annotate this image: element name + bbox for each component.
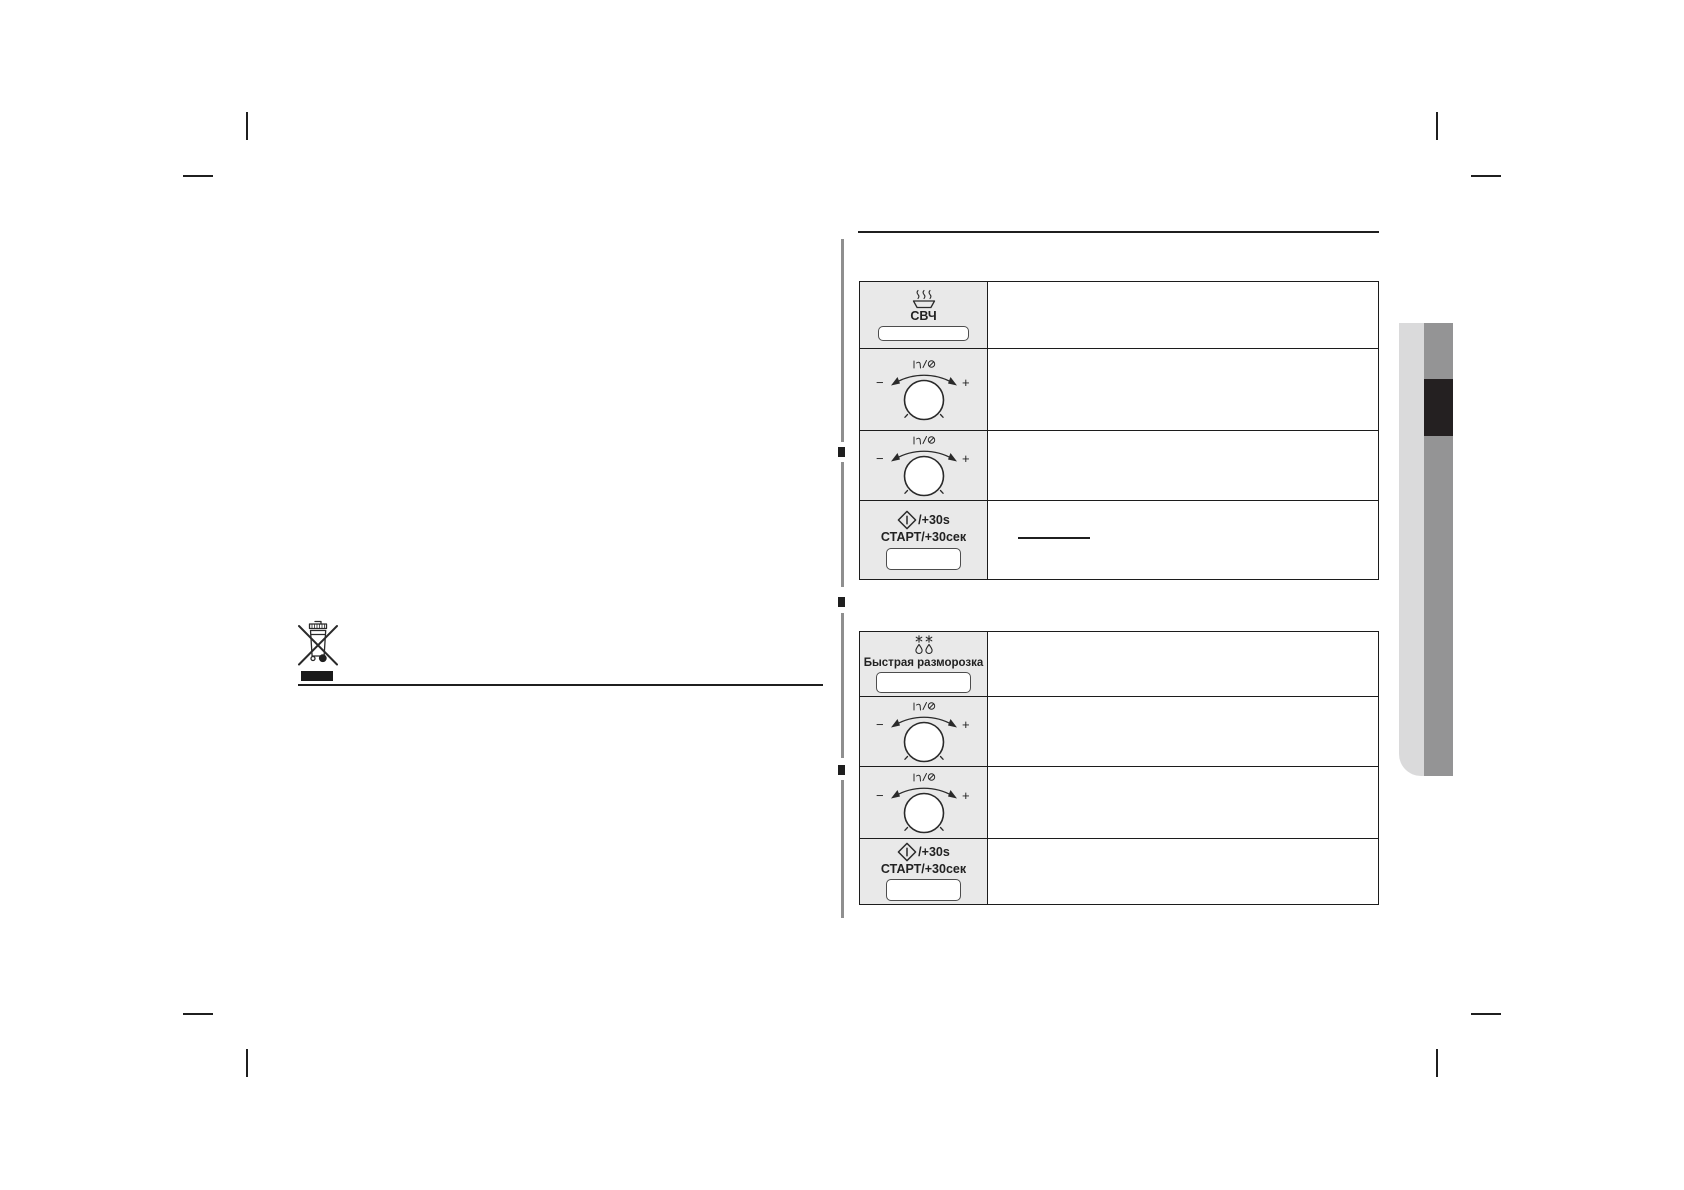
section-marker-square [838,765,845,775]
crop-mark-bottom-right-vertical [1436,1049,1438,1077]
rotary-dial-knob-icon: − + [876,772,970,833]
crop-mark-bottom-left-vertical [246,1049,248,1077]
rotary-dial-knob-icon: − + [876,435,970,496]
left-margin-rule-segment [841,239,844,442]
control-label: Быстрая разморозка [863,656,984,669]
controls-table-2: Быстрая разморозка − + [859,631,1379,905]
crop-mark-top-right-horizontal [1471,175,1501,177]
svg-text:−: − [876,717,884,732]
chapter-tab-marker [1424,379,1453,436]
control-label: СТАРТ/+30сек [880,530,967,545]
description-cell [988,839,1378,904]
weight-time-icon [913,701,935,710]
table-row: − + [860,697,1378,767]
start-icon-suffix: /+30s [918,844,950,859]
rotary-dial-knob-icon: − + [876,701,970,762]
svg-text:−: − [876,375,884,390]
table-row: − + [860,349,1378,431]
rotary-dial-knob-icon: − + [876,359,970,420]
description-cell [988,767,1378,838]
section-marker-square [838,597,845,607]
weee-black-bar [301,671,333,681]
svg-text:+: + [962,788,970,803]
blank-button [876,672,971,694]
left-margin-rule-segment [841,780,844,918]
svg-text:+: + [962,375,970,390]
crop-mark-bottom-right-horizontal [1471,1013,1501,1015]
quick-defrost-icon [914,634,933,654]
table-row: Быстрая разморозка [860,632,1378,697]
controls-table-1: СВЧ − + [859,281,1379,580]
table-row: /+30s СТАРТ/+30сек [860,501,1378,579]
crop-mark-bottom-left-horizontal [183,1013,213,1015]
control-cell-dial: − + [860,767,988,838]
control-label: СТАРТ/+30сек [880,861,967,876]
control-cell-defrost: Быстрая разморозка [860,632,988,696]
crossed-out-wheelie-bin-icon [298,620,338,666]
weight-time-icon [913,435,935,444]
description-cell [988,282,1378,348]
svg-text:−: − [876,451,884,466]
control-label: СВЧ [910,308,937,323]
description-cell [988,697,1378,766]
section-marker-square [838,447,845,457]
start-diamond-icon [897,842,917,861]
control-cell-start: /+30s СТАРТ/+30сек [860,501,988,579]
weight-time-icon [913,772,935,781]
table-row: /+30s СТАРТ/+30сек [860,839,1378,904]
blank-button [886,547,961,570]
svg-text:+: + [962,717,970,732]
table-row: − + [860,431,1378,501]
svg-text:+: + [962,451,970,466]
table-row: − + [860,767,1378,839]
fill-in-underline [1018,537,1090,539]
crop-mark-top-left-horizontal [183,175,213,177]
control-cell-microwave: СВЧ [860,282,988,348]
description-cell [988,632,1378,696]
section-top-rule [858,231,1379,233]
control-cell-dial: − + [860,431,988,500]
crop-mark-top-right-vertical [1436,112,1438,140]
start-icon-suffix: /+30s [918,513,950,528]
description-cell [988,431,1378,500]
weight-time-icon [913,359,935,368]
blank-button [886,879,961,902]
left-margin-rule-segment [841,613,844,758]
page-edge-strip-light [1399,323,1424,776]
control-cell-dial: − + [860,697,988,766]
footer-section-rule [298,684,823,686]
description-cell [988,501,1378,579]
control-cell-start: /+30s СТАРТ/+30сек [860,839,988,904]
crop-mark-top-left-vertical [246,112,248,140]
left-margin-rule-segment [841,462,844,587]
start-diamond-icon [897,510,917,530]
svg-text:−: − [876,788,884,803]
table-row: СВЧ [860,282,1378,349]
description-cell [988,349,1378,430]
blank-button [878,326,969,342]
microwave-power-icon [912,289,935,308]
control-cell-dial: − + [860,349,988,430]
